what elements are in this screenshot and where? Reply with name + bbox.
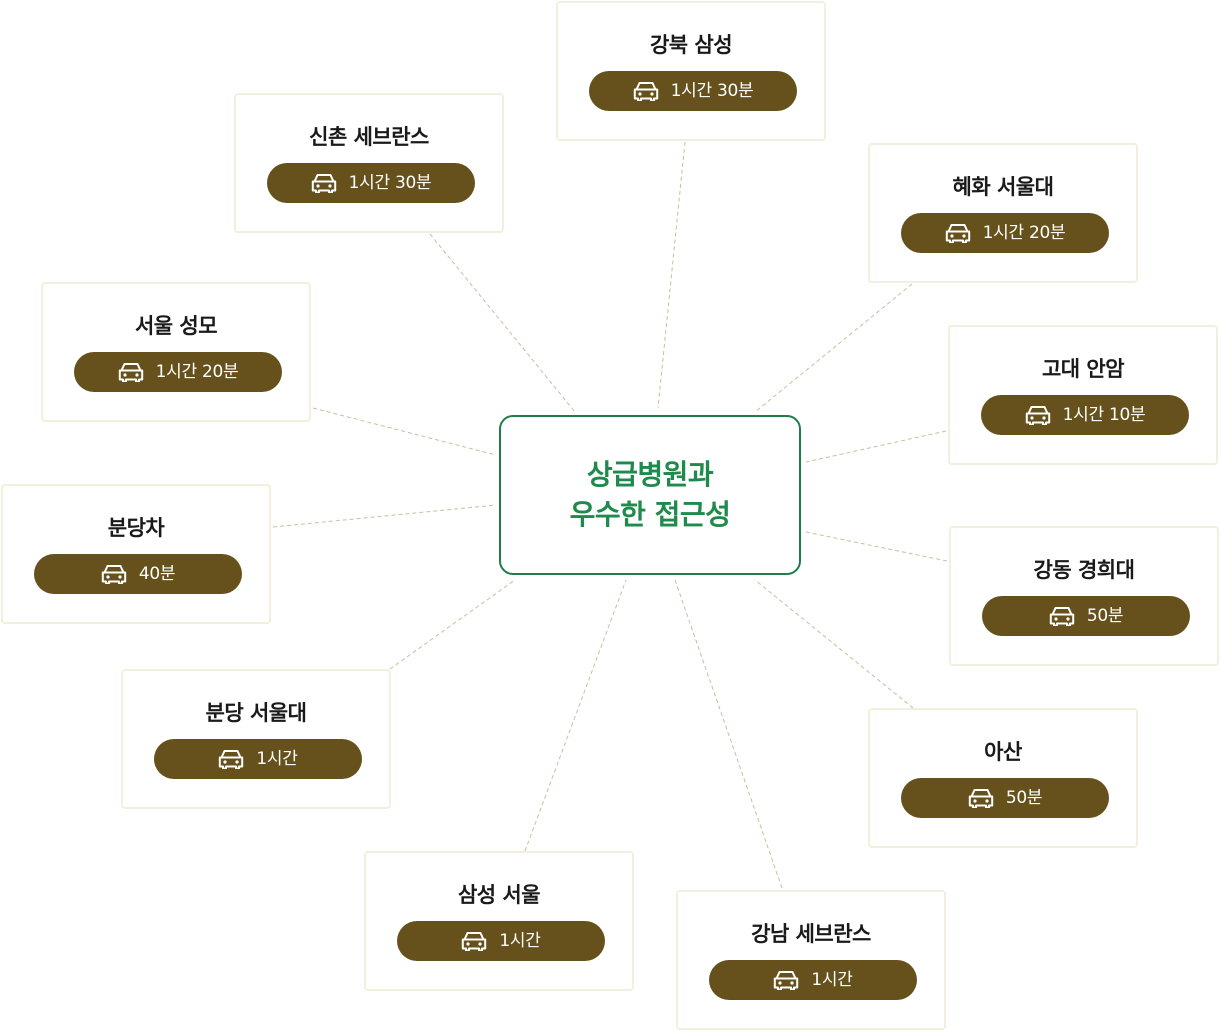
car-icon (311, 173, 337, 193)
hospital-card-seoul-st-mary: 서울 성모 1시간 20분 (41, 282, 311, 422)
travel-time: 1시간 (811, 970, 853, 990)
travel-time: 1시간 20분 (155, 362, 239, 382)
hospital-card-bundang-snu: 분당 서울대 1시간 (121, 669, 391, 809)
hospital-name: 강동 경희대 (1033, 558, 1135, 582)
travel-time-badge: 50분 (901, 778, 1109, 818)
center-title-line-1: 상급병원과 (586, 458, 714, 491)
hospital-card-hyehwa-snu: 혜화 서울대 1시간 20분 (868, 143, 1138, 283)
car-icon (218, 749, 244, 769)
hospital-name: 분당차 (107, 516, 165, 540)
car-icon (118, 362, 144, 382)
hospital-card-gangdong-kyunghee: 강동 경희대 50분 (949, 526, 1219, 666)
hospital-name: 서울 성모 (134, 314, 218, 338)
car-icon (945, 223, 971, 243)
car-icon (968, 788, 994, 808)
car-icon (633, 81, 659, 101)
travel-time: 1시간 (256, 749, 298, 769)
hospital-card-korea-univ-anam: 고대 안암 1시간 10분 (948, 325, 1218, 465)
travel-time-badge: 1시간 10분 (981, 395, 1189, 435)
hospital-name: 분당 서울대 (205, 701, 307, 725)
travel-time-badge: 1시간 20분 (901, 213, 1109, 253)
connector-line (657, 141, 686, 409)
travel-time: 1시간 20분 (982, 223, 1066, 243)
travel-time-badge: 1시간 30분 (267, 163, 475, 203)
travel-time-badge: 40분 (34, 554, 242, 594)
travel-time-badge: 1시간 20분 (74, 352, 282, 392)
connector-line (754, 579, 914, 709)
travel-time-badge: 50분 (982, 596, 1190, 636)
connector-line (389, 579, 516, 670)
connector-line (272, 504, 497, 528)
connector-line (674, 579, 783, 889)
car-icon (1049, 606, 1075, 626)
connector-line (805, 531, 948, 562)
travel-time: 50분 (1005, 788, 1043, 808)
hospital-card-samsung-seoul: 삼성 서울 1시간 (364, 851, 634, 991)
travel-time: 40분 (138, 564, 176, 584)
travel-time-badge: 1시간 30분 (589, 71, 797, 111)
travel-time-badge: 1시간 (397, 921, 605, 961)
car-icon (773, 970, 799, 990)
car-icon (461, 931, 487, 951)
travel-time-badge: 1시간 (154, 739, 362, 779)
travel-time: 1시간 (499, 931, 541, 951)
hospital-name: 신촌 세브란스 (309, 125, 429, 149)
connector-line (312, 407, 497, 456)
travel-time: 1시간 30분 (670, 81, 754, 101)
hospital-card-asan: 아산 50분 (868, 708, 1138, 848)
hospital-card-sinchon-severance: 신촌 세브란스 1시간 30분 (234, 93, 504, 233)
hospital-card-gangnam-severance: 강남 세브란스 1시간 (676, 890, 946, 1030)
car-icon (1025, 405, 1051, 425)
hospital-name: 아산 (984, 740, 1022, 764)
center-title-box: 상급병원과 우수한 접근성 (499, 415, 801, 575)
connector-line (754, 283, 913, 413)
connector-line (429, 233, 576, 413)
hospital-name: 혜화 서울대 (952, 175, 1054, 199)
hospital-name: 고대 안암 (1041, 357, 1125, 381)
hospital-card-gangbuk-samsung: 강북 삼성 1시간 30분 (556, 1, 826, 141)
hospital-card-bundang-cha: 분당차 40분 (1, 484, 271, 624)
travel-time-badge: 1시간 (709, 960, 917, 1000)
connector-line (524, 579, 627, 852)
hospital-name: 강남 세브란스 (751, 922, 871, 946)
center-title-line-2: 우수한 접근성 (569, 498, 731, 531)
hospital-name: 강북 삼성 (649, 33, 733, 57)
hospital-name: 삼성 서울 (457, 883, 541, 907)
connector-line (805, 430, 947, 463)
travel-time: 1시간 10분 (1062, 405, 1146, 425)
travel-time: 50분 (1086, 606, 1124, 626)
travel-time: 1시간 30분 (348, 173, 432, 193)
car-icon (101, 564, 127, 584)
